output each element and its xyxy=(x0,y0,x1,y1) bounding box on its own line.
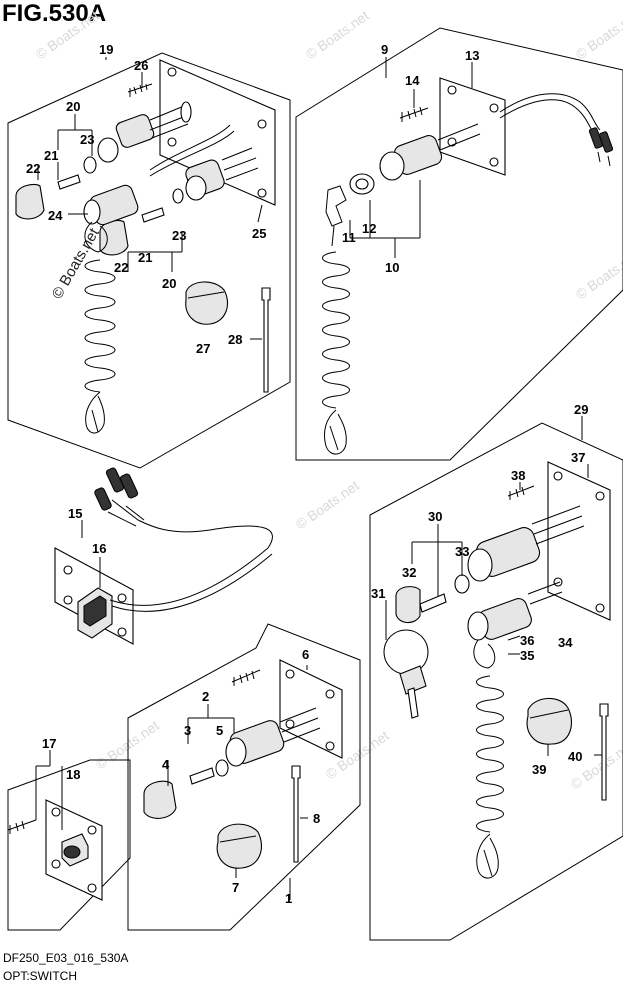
callout-20: 20 xyxy=(66,99,80,114)
callout-39: 39 xyxy=(532,762,546,777)
callout-11: 11 xyxy=(342,230,356,245)
callout-20b: 20 xyxy=(162,276,176,291)
callout-19: 19 xyxy=(99,42,113,57)
callout-9: 9 xyxy=(381,42,388,57)
callout-2: 2 xyxy=(202,689,209,704)
coil-cord-19 xyxy=(84,259,116,434)
figure-code: DF250_E03_016_530A xyxy=(3,951,129,965)
callout-16: 16 xyxy=(92,541,106,556)
callout-24: 24 xyxy=(48,208,63,223)
figure-caption: OPT:SWITCH xyxy=(3,969,77,983)
callout-23: 23 xyxy=(80,132,94,147)
figure-title: FIG.530A xyxy=(2,0,107,27)
panel-1 xyxy=(127,623,361,931)
watermark: © Boats.net xyxy=(33,7,102,62)
callout-36: 36 xyxy=(520,633,534,648)
group-19-parts xyxy=(15,59,276,434)
callout-13: 13 xyxy=(465,48,479,63)
callout-21: 21 xyxy=(44,148,58,163)
watermark: © Boats.net xyxy=(293,477,362,532)
callout-35: 35 xyxy=(520,648,534,663)
callout-30: 30 xyxy=(428,509,442,524)
watermark: © Boats.net xyxy=(568,737,623,792)
callout-15: 15 xyxy=(68,506,82,521)
callout-37: 37 xyxy=(571,450,585,465)
callout-3: 3 xyxy=(184,723,191,738)
callout-29: 29 xyxy=(574,402,588,417)
callout-7: 7 xyxy=(232,880,239,895)
callout-33: 33 xyxy=(455,544,469,559)
callout-26: 26 xyxy=(134,58,148,73)
callout-8: 8 xyxy=(313,811,320,826)
callout-14: 14 xyxy=(405,73,420,88)
callout-1: 1 xyxy=(285,891,292,906)
callout-25: 25 xyxy=(252,226,266,241)
group-9-parts xyxy=(322,77,614,455)
callout-5: 5 xyxy=(216,723,223,738)
watermark: © Boats.net xyxy=(93,717,162,772)
callout-17: 17 xyxy=(42,736,56,751)
callout-10: 10 xyxy=(385,260,399,275)
panel-29 xyxy=(369,422,623,941)
callout-40: 40 xyxy=(568,749,582,764)
callout-21b: 21 xyxy=(138,250,152,265)
callout-34: 34 xyxy=(558,635,573,650)
callout-22: 22 xyxy=(26,161,40,176)
callout-4: 4 xyxy=(162,757,170,772)
callout-18: 18 xyxy=(66,767,80,782)
leader-lines xyxy=(35,57,602,900)
callout-6: 6 xyxy=(302,647,309,662)
callout-32: 32 xyxy=(402,565,416,580)
callout-22b: 22 xyxy=(114,260,128,275)
watermark: © Boats.net xyxy=(573,247,623,302)
watermark-dark: © Boats.net xyxy=(49,225,103,302)
panel-17 xyxy=(7,759,131,931)
group-1-parts xyxy=(143,659,343,869)
group-29-parts xyxy=(383,461,611,879)
group-15-parts xyxy=(54,467,273,645)
callout-12: 12 xyxy=(362,221,376,236)
group-17-parts xyxy=(7,799,103,901)
panel-9 xyxy=(295,27,623,461)
watermark: © Boats.net xyxy=(573,7,623,62)
watermark: © Boats.net xyxy=(303,7,372,62)
panel-19 xyxy=(7,52,291,469)
callout-38: 38 xyxy=(511,468,525,483)
callout-labels: 19 26 20 23 21 22 24 25 23 21 22 20 28 2… xyxy=(26,42,588,906)
callout-28: 28 xyxy=(228,332,242,347)
callout-27: 27 xyxy=(196,341,210,356)
callout-31: 31 xyxy=(371,586,385,601)
callout-23b: 23 xyxy=(172,228,186,243)
